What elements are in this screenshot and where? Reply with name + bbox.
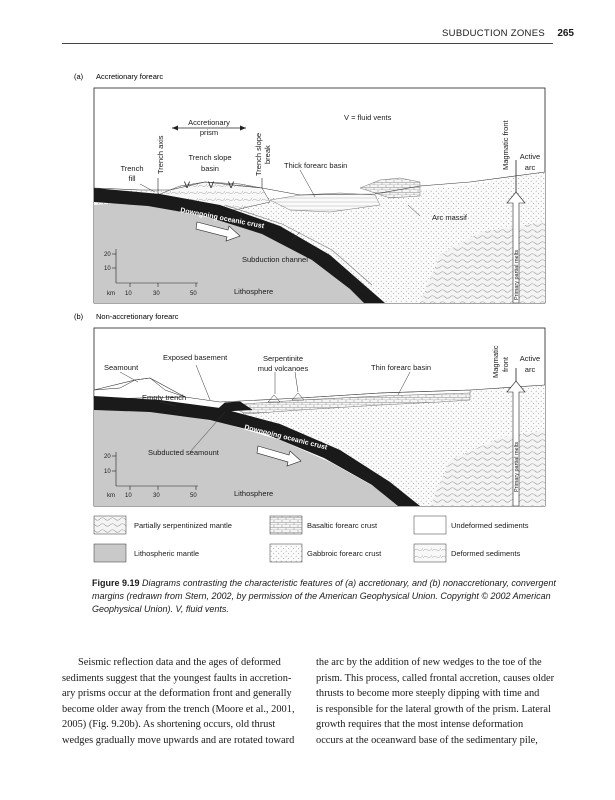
page-number: 265 [557,28,574,39]
body-line: sediments suggest that the youngest faul… [62,672,292,684]
vent-symbol-2: V [208,180,214,190]
label-active-arc-2: arc [525,365,536,374]
svg-text:Partially serpentinized mantle: Partially serpentinized mantle [134,521,232,530]
body-line: Seismic reflection data and the ages of … [78,657,281,668]
panel-b-label: (b) [74,312,84,321]
label-subduction-channel: Subduction channel [242,255,308,264]
label-accretionary-prism-2: prism [200,128,218,137]
label-seamount: Seamount [104,363,139,372]
label-serpentinite: Serpentinite [263,354,303,363]
body-line: 2005) (Fig. 9.20b). As shortening occurs… [62,719,276,731]
body-line: the arc by the addition of new wedges to… [316,657,542,668]
label-exposed-basement: Exposed basement [163,353,228,362]
label-subducted-seamount: Subducted seamount [148,448,220,457]
scale-a-x-50: 50 [190,291,197,297]
svg-text:Gabbroic forearc crust: Gabbroic forearc crust [307,549,382,558]
section-title: SUBDUCTION ZONES [442,28,545,39]
label-lithosphere: Lithosphere [234,287,273,296]
label-primary-melts: Primary partial melts [514,250,520,300]
svg-text:Basaltic forearc crust: Basaltic forearc crust [307,521,378,530]
legend: Partially serpentinized mantle Basaltic … [93,515,529,563]
panel-a-title: Accretionary forearc [96,72,163,81]
label-active-arc: Active [520,152,540,161]
legend-item-undeformed-sediments: Undeformed sediments [413,515,529,535]
body-line: wedges gradually move upwards and are ro… [62,734,295,746]
label-thick-forearc-basin: Thick forearc basin [284,161,347,170]
scale-a-y-20: 20 [104,252,111,258]
scale-a-unit: km [107,291,115,297]
label-active-arc: Active [520,354,540,363]
label-lithosphere: Lithosphere [234,489,273,498]
svg-text:Deformed sediments: Deformed sediments [451,549,520,558]
label-trench-slope-basin-2: basin [201,164,219,173]
scale-a-x-30: 30 [153,291,160,297]
label-active-arc-2: arc [525,163,536,172]
label-magmatic-front: Magmatic [491,345,500,378]
caption-text: Diagrams contrasting the characteristic … [92,578,556,614]
svg-text:Undeformed sediments: Undeformed sediments [451,521,529,530]
legend-item-gabbroic-crust: Gabbroic forearc crust [269,543,382,563]
scale-b-y-20: 20 [104,454,111,460]
body-column-right: the arc by the addition of new wedges to… [316,655,556,749]
label-magmatic-front: Magmatic front [501,119,510,170]
body-line: prism. This process, called frontal accr… [316,672,555,684]
body-line: is responsible for the lateral growth of… [316,703,551,715]
figure-caption: Figure 9.19 Diagrams contrasting the cha… [92,577,562,616]
vent-symbol-3: V [228,180,234,190]
body-line: become older away from the trench (Moore… [62,703,295,715]
panel-b-diagram [93,327,546,507]
caption-number: Figure 9.19 [92,578,140,588]
label-trench-fill: Trench [120,164,143,173]
legend-item-basaltic-crust: Basaltic forearc crust [269,515,378,535]
panel-a-scale: 20 10 km 10 30 50 [104,249,198,297]
body-line: ary prisms occur at the deformation fron… [62,688,292,700]
body-line: thrusts to become more steeply dipping w… [316,688,540,700]
header-rule [62,43,553,44]
label-thin-forearc-basin: Thin forearc basin [371,363,431,372]
panel-b-scale: 20 10 km 10 30 50 [104,452,198,499]
scale-b-x-50: 50 [190,493,197,499]
scale-a-x-10: 10 [125,291,132,297]
legend-item-serpentinized-mantle: Partially serpentinized mantle [93,515,232,535]
label-arc-massif: Arc massif [432,213,468,222]
body-line: occurs at the oceanward base of the sedi… [316,734,538,746]
panel-a-label: (a) [74,72,84,81]
scale-b-x-30: 30 [153,493,160,499]
scale-b-y-10: 10 [104,469,111,475]
label-trench-slope-basin: Trench slope [188,153,231,162]
label-fluid-vents: V = fluid vents [344,113,392,122]
scale-b-unit: km [107,493,115,499]
vent-symbol-1: V [184,180,190,190]
label-accretionary-prism: Accretionary [188,118,230,127]
legend-item-lithospheric-mantle: Lithospheric mantle [93,543,199,563]
scale-b-x-10: 10 [125,493,132,499]
svg-text:Lithospheric mantle: Lithospheric mantle [134,549,199,558]
figure-9-19: (a) Accretionary forearc [74,72,546,563]
body-column-left: Seismic reflection data and the ages of … [62,655,302,749]
label-empty-trench: Empty trench [142,393,186,402]
panel-b-title: Non-accretionary forearc [96,312,179,321]
label-magmatic-front-2: front [501,356,510,372]
panel-a-labels: Accretionary prism V = fluid vents Trenc… [120,113,540,300]
scale-a-y-10: 10 [104,266,111,272]
label-primary-melts: Primary partial melts [514,442,520,492]
label-trench-slope-break-2: break [263,145,272,164]
legend-item-deformed-sediments: Deformed sediments [413,543,520,563]
label-serpentinite-2: mud volcanoes [258,364,309,373]
body-line: growth requires that the most intense de… [316,719,524,731]
label-trench-fill-2: fill [128,174,135,183]
label-trench-slope-break: Trench slope [254,133,263,176]
running-head: SUBDUCTION ZONES 265 [0,28,615,42]
label-trench-axis: Trench axis [156,135,165,174]
panel-a-diagram [93,87,546,304]
